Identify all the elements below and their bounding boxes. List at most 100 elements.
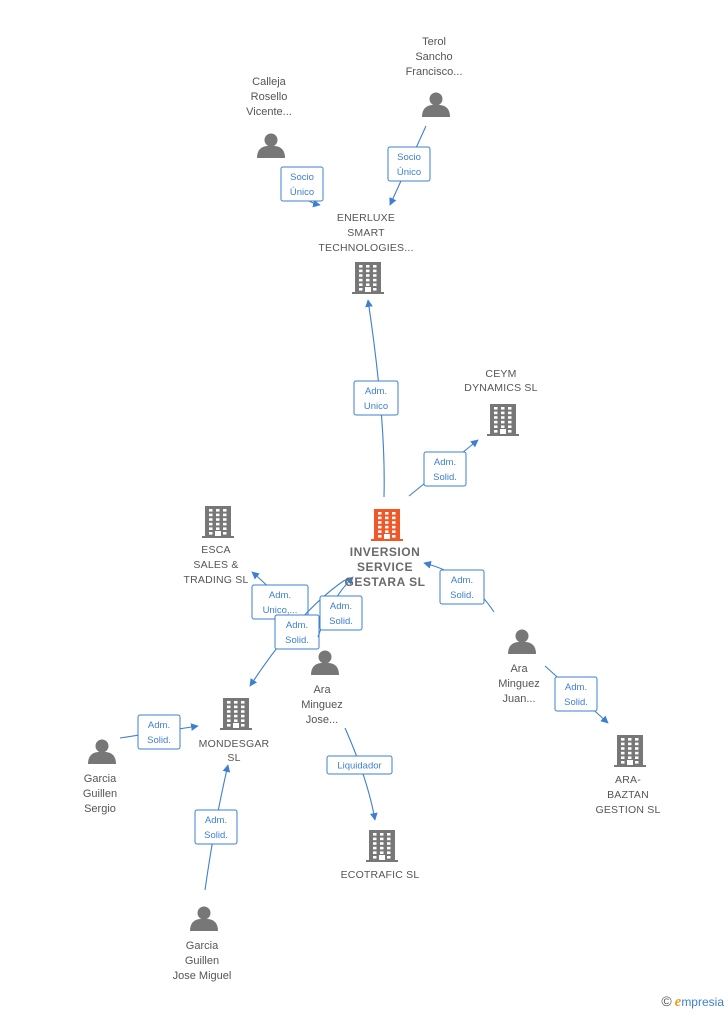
node-ara_juan[interactable]: AraMinguezJuan...: [498, 629, 540, 706]
edge-label-text: Adm.: [205, 815, 227, 826]
edge-label-text: Adm.: [330, 601, 352, 612]
node-label: SERVICE: [357, 560, 413, 574]
node-ecotrafic[interactable]: ECOTRAFIC SL: [341, 830, 420, 881]
edge-garcia_sergio-to-mondesgar: Adm. Solid.: [119, 714, 199, 750]
node-label: Minguez: [498, 678, 540, 690]
node-label: TECHNOLOGIES...: [318, 242, 413, 254]
edge-ara_jose-to-ecotrafic: Liquidador: [326, 727, 393, 821]
node-label: INVERSION: [350, 545, 421, 559]
edge-label-text: Adm.: [286, 620, 308, 631]
person-icon: [257, 133, 285, 158]
node-label: Ara: [313, 684, 331, 696]
edge-label-text: Solid.: [204, 830, 228, 841]
edges-layer: SocioÚnicoSocioÚnicoAdm.UnicoAdm.Solid.A…: [119, 125, 609, 891]
node-label: Juan...: [502, 693, 535, 705]
node-label: ENERLUXE: [337, 212, 395, 224]
edge-label-box[interactable]: [439, 569, 485, 605]
edge-label-box[interactable]: [137, 714, 181, 750]
edge-label-box[interactable]: [554, 676, 598, 712]
node-label: Sancho: [415, 51, 452, 63]
person-icon: [422, 92, 450, 117]
edge-label-text: Adm.: [434, 457, 456, 468]
edge-label-text: Unico,...: [263, 605, 298, 616]
building-icon: [371, 509, 403, 541]
edge-line: [344, 727, 378, 821]
node-label: Minguez: [301, 699, 343, 711]
edge-garcia_jose-to-mondesgar: Adm. Solid.: [194, 764, 238, 891]
node-label: MONDESGAR: [199, 738, 270, 750]
node-label: ESCA: [201, 544, 230, 556]
person-icon: [311, 650, 339, 675]
edge-label-box[interactable]: [194, 809, 238, 845]
node-label: SMART: [347, 227, 385, 239]
node-label: Garcia: [186, 940, 219, 952]
person-icon: [508, 629, 536, 654]
edge-label-text: Adm.: [365, 386, 387, 397]
edge-label-box[interactable]: [280, 166, 324, 202]
edge-label-text: Adm.: [565, 682, 587, 693]
brand-name: mpresia: [681, 995, 724, 1009]
node-label: Guillen: [83, 788, 117, 800]
node-label: Vicente...: [246, 106, 292, 118]
edge-label-text: Socio: [290, 172, 314, 183]
node-label: Jose Miguel: [173, 970, 232, 982]
node-ara_baztan[interactable]: ARA- BAZTAN GESTION SL: [595, 735, 660, 816]
node-label: Garcia: [84, 773, 117, 785]
edge-label-text: Único: [397, 167, 421, 178]
edge-label-box[interactable]: [274, 614, 320, 650]
edge-ara_jose-to-main: Adm.Solid.: [317, 576, 363, 638]
node-label: Sergio: [84, 803, 116, 815]
building-icon: [366, 830, 398, 862]
edge-label-text: Solid.: [433, 472, 457, 483]
edge-label-text: Adm.: [269, 590, 291, 601]
edge-label-text: Solid.: [564, 697, 588, 708]
node-terol[interactable]: TerolSanchoFrancisco...: [406, 36, 463, 117]
edge-label-text: Único: [290, 187, 314, 198]
edge-label-text: Solid.: [450, 590, 474, 601]
edge-label-box[interactable]: [326, 755, 393, 775]
node-label: Calleja: [252, 76, 287, 88]
edge-label-text: Adm.: [148, 720, 170, 731]
node-label: Guillen: [185, 955, 219, 967]
node-mondesgar[interactable]: MONDESGAR SL: [199, 698, 270, 764]
edge-ara_juan-to-main: Adm.Solid.: [423, 561, 495, 613]
node-label: Jose...: [306, 714, 338, 726]
edge-label-text: Unico: [364, 401, 388, 412]
node-label: TRADING SL: [183, 574, 248, 586]
edge-main-to-enerluxe: Adm. Unico: [353, 299, 399, 498]
node-label: ARA-: [615, 774, 641, 786]
node-label: BAZTAN: [607, 789, 649, 801]
building-icon: [487, 404, 519, 436]
building-icon: [220, 698, 252, 730]
node-label: ECOTRAFIC SL: [341, 869, 420, 881]
node-ara_jose[interactable]: AraMinguezJose...: [301, 650, 343, 727]
node-label: Terol: [422, 36, 446, 48]
edge-label-text: Solid.: [147, 735, 171, 746]
copyright-symbol: ©: [661, 993, 672, 1009]
edge-label-box[interactable]: [353, 380, 399, 416]
node-label: DYNAMICS SL: [464, 382, 537, 394]
node-label: Rosello: [251, 91, 288, 103]
node-esca[interactable]: ESCA SALES & TRADING SL: [183, 506, 248, 586]
edge-label-text: Socio: [397, 152, 421, 163]
person-icon: [190, 906, 218, 931]
node-ceym[interactable]: CEYM DYNAMICS SL: [464, 368, 537, 436]
node-label: CEYM: [485, 368, 516, 380]
node-calleja[interactable]: CallejaRoselloVicente...: [246, 76, 292, 158]
node-label: SALES &: [193, 559, 238, 571]
node-enerluxe[interactable]: ENERLUXE SMART TECHNOLOGIES...: [318, 212, 413, 294]
edge-label-box[interactable]: [387, 146, 431, 182]
edge-label-box[interactable]: [423, 451, 467, 487]
building-icon: [202, 506, 234, 538]
node-label: GESTION SL: [595, 804, 660, 816]
node-label: Ara: [510, 663, 528, 675]
node-label: SL: [227, 752, 240, 764]
edge-label-text: Liquidador: [337, 761, 381, 772]
edge-label-box[interactable]: [319, 595, 363, 631]
